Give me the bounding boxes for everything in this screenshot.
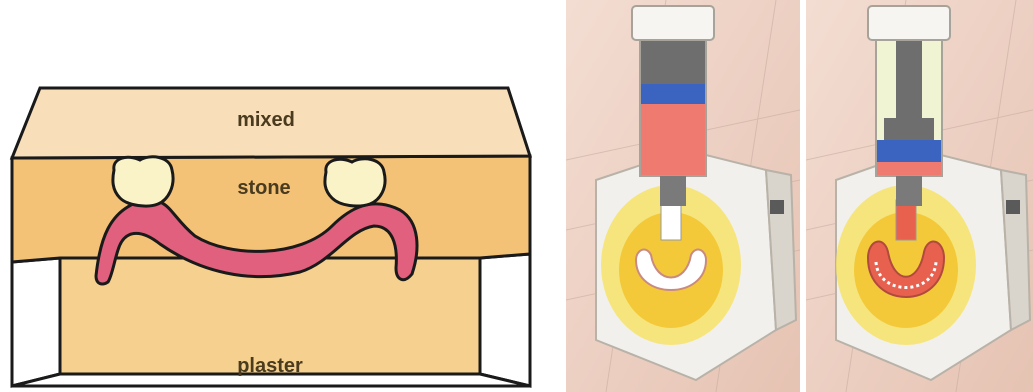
label-plaster: plaster <box>237 355 303 377</box>
press-cap <box>632 6 714 40</box>
flask-bolt <box>1006 200 1020 214</box>
stone-layer <box>12 156 530 262</box>
injection-before-svg <box>566 0 800 392</box>
resin-cartridge <box>640 104 706 176</box>
flask-diagram-svg: mixed stone plaster <box>0 0 560 392</box>
flask-diagram: mixed stone plaster <box>0 0 560 392</box>
piston <box>640 84 706 104</box>
flask-bolt <box>770 200 784 214</box>
tooth-left <box>113 157 173 206</box>
flask-right-side <box>480 254 530 386</box>
piston <box>876 140 942 162</box>
flask-left-side <box>12 258 60 386</box>
press-rod <box>896 40 922 120</box>
press-cap <box>868 6 950 40</box>
label-stone: stone <box>237 177 290 199</box>
press-rod <box>640 40 706 84</box>
tooth-right <box>325 159 385 206</box>
rod-collar <box>884 118 934 140</box>
injection-after-svg <box>806 0 1033 392</box>
nozzle <box>896 176 922 206</box>
injection-illustration-before <box>566 0 800 392</box>
resin-remaining <box>876 162 942 176</box>
nozzle <box>660 176 686 206</box>
injection-illustration-after <box>806 0 1033 392</box>
label-mixed: mixed <box>237 109 295 131</box>
